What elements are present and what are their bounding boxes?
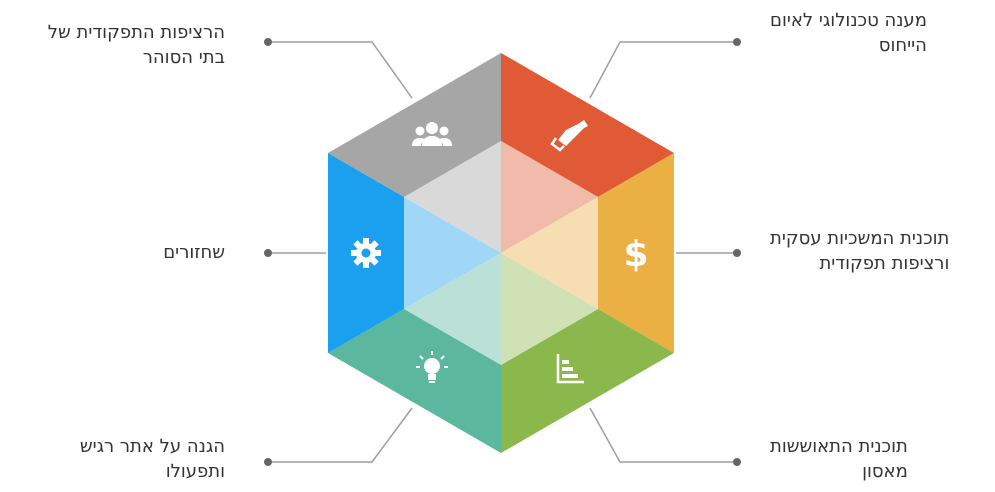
handshake-icon xyxy=(550,120,588,152)
segment-bottom-right xyxy=(501,309,674,453)
connector-bottom-left xyxy=(268,407,413,463)
connector-dot-left xyxy=(264,249,272,257)
connector-bottom-right xyxy=(589,407,737,463)
label-left-line-1: שחזורים xyxy=(163,242,225,263)
inner-hexagon-tint xyxy=(404,141,598,365)
label-bottom-left: הגנה על אתר רגיש ותפעולו xyxy=(80,434,225,484)
connector-dot-bottom-right xyxy=(733,458,741,466)
segment-bottom-left xyxy=(328,309,501,453)
dollar-icon: $ xyxy=(623,234,648,275)
label-top-left-line-1: הרציפות התפקודית של xyxy=(47,22,225,43)
connector-top-right xyxy=(589,41,737,99)
label-bottom-right-line-2: מאסון xyxy=(862,461,908,482)
inner-bottom-right xyxy=(501,253,598,365)
label-bottom-right: תוכנית התאוששות מאסון xyxy=(770,434,908,484)
connector-dot-top-left xyxy=(264,38,272,46)
label-top-right-line-2: הייחוס xyxy=(878,35,927,56)
segment-top-left xyxy=(328,53,501,197)
connector-dot-top-right xyxy=(733,38,741,46)
label-bottom-left-line-1: הגנה על אתר רגיש xyxy=(79,436,225,457)
inner-bottom-left xyxy=(404,253,501,365)
segment-top-right xyxy=(501,53,674,197)
label-top-right: מענה טכנולוגי לאיום הייחוס xyxy=(770,8,927,58)
inner-right xyxy=(501,197,598,309)
label-left: שחזורים xyxy=(163,240,225,265)
bar-chart-icon xyxy=(556,354,584,384)
label-right: תוכנית המשכיות עסקית ורציפות תפקודית xyxy=(770,226,949,276)
label-top-left: הרציפות התפקודית של בתי הסוהר xyxy=(48,20,225,70)
label-right-line-1: תוכנית המשכיות עסקית xyxy=(770,228,950,249)
users-icon xyxy=(412,122,452,146)
connector-top-left xyxy=(268,41,413,99)
inner-top-left xyxy=(404,141,501,253)
connector-dot-bottom-left xyxy=(264,458,272,466)
connectors xyxy=(264,38,741,466)
label-right-line-2: ורציפות תפקודית xyxy=(819,253,950,274)
label-bottom-right-line-1: תוכנית התאוששות xyxy=(770,436,908,457)
lightbulb-icon xyxy=(416,351,448,383)
gear-icon xyxy=(351,238,381,268)
label-top-right-line-1: מענה טכנולוגי לאיום xyxy=(770,10,927,31)
inner-left xyxy=(404,197,501,309)
segment-right xyxy=(598,153,674,353)
inner-top-right xyxy=(501,141,598,253)
connector-dot-right xyxy=(733,249,741,257)
label-bottom-left-line-2: ותפעולו xyxy=(165,461,225,482)
label-top-left-line-2: בתי הסוהר xyxy=(142,47,225,68)
